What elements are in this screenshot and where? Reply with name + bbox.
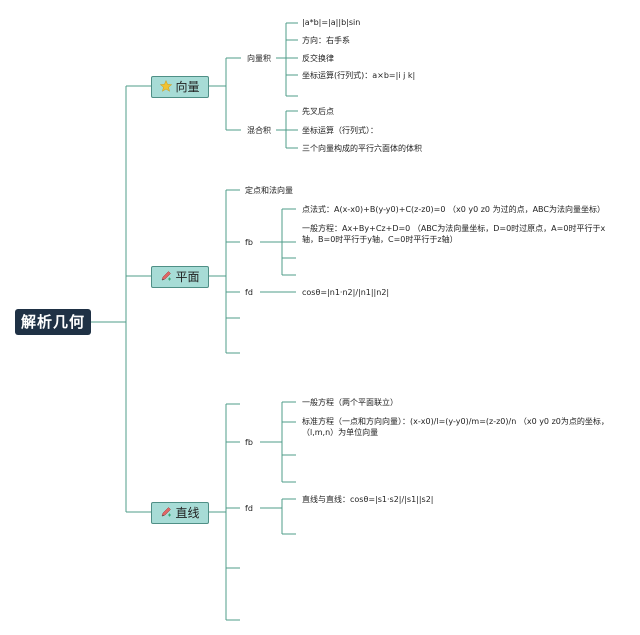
topic-plane[interactable]: 平面 bbox=[151, 266, 209, 288]
line-fb-label[interactable]: fb bbox=[245, 438, 253, 447]
topic-vector[interactable]: 向量 bbox=[151, 76, 209, 98]
vector-mixed-item-1[interactable]: 先叉后点 bbox=[302, 107, 334, 116]
vector-mixed-item-2[interactable]: 坐标运算（行列式）： bbox=[302, 126, 378, 135]
plane-fd-item-1[interactable]: cosθ=|n1·n2|/|n1||n2| bbox=[302, 288, 390, 297]
topic-line[interactable]: 直线 bbox=[151, 502, 209, 524]
vector-cross-item-4[interactable]: 坐标运算(行列式)：a×b=|i j k| bbox=[302, 71, 416, 80]
pencil-icon bbox=[162, 507, 172, 517]
vector-cross-item-2[interactable]: 方向：右手系 bbox=[302, 36, 350, 45]
topic-vector-label: 向量 bbox=[175, 80, 200, 94]
vector-mixed-label[interactable]: 混合积 bbox=[247, 126, 271, 135]
plane-fb-item-1[interactable]: 点法式：A(x-x0)+B(y-y0)+C(z-z0)=0 （x0 y0 z0 … bbox=[302, 205, 605, 214]
topic-line-label: 直线 bbox=[175, 506, 200, 520]
star-icon bbox=[160, 80, 173, 92]
line-fd-label[interactable]: fd bbox=[245, 504, 253, 513]
line-fb-item-2[interactable]: 标准方程（一点和方向向量）：(x-x0)/l=(y-y0)/m=(z-z0)/n… bbox=[302, 417, 609, 437]
line-fb-item-1[interactable]: 一般方程（两个平面联立） bbox=[302, 398, 398, 407]
plane-fd-label[interactable]: fd bbox=[245, 288, 253, 297]
vector-cross-item-1[interactable]: |a*b|=|a||b|sin bbox=[302, 18, 361, 27]
vector-mixed-item-3[interactable]: 三个向量构成的平行六面体的体积 bbox=[302, 144, 422, 153]
pencil-icon bbox=[162, 271, 172, 281]
plane-fb-label[interactable]: fb bbox=[245, 238, 253, 247]
topic-plane-label: 平面 bbox=[175, 270, 200, 284]
plane-fb-item-2[interactable]: 一般方程：Ax+By+Cz+D=0 （ABC为法向量坐标，D=0时过原点，A=0… bbox=[302, 224, 606, 244]
plane-fixed-point[interactable]: 定点和法向量 bbox=[245, 186, 293, 195]
vector-cross-label[interactable]: 向量积 bbox=[247, 54, 271, 63]
line-fd-item-1[interactable]: 直线与直线：cosθ=|s1·s2|/|s1||s2| bbox=[302, 495, 434, 504]
vector-cross-item-3[interactable]: 反交换律 bbox=[302, 54, 334, 63]
root-node[interactable]: 解析几何 bbox=[15, 309, 91, 335]
